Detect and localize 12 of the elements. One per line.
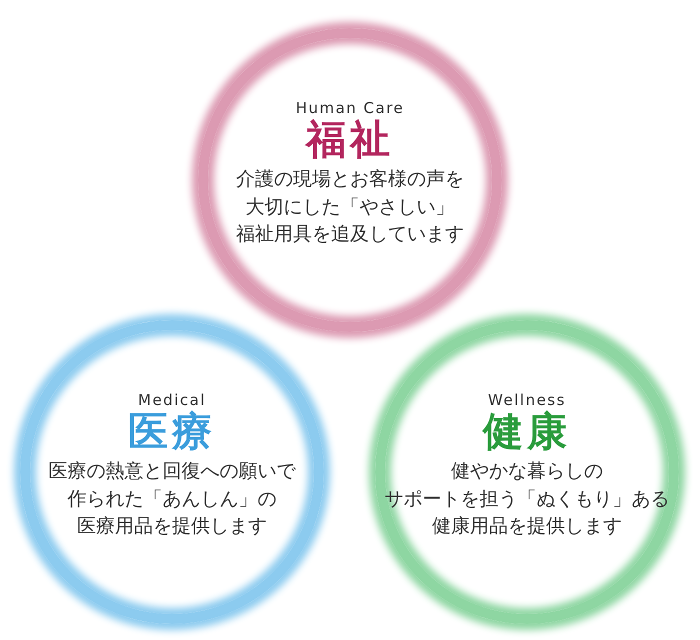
description-text: 介護の現場とお客様の声を大切にした「やさしい」福祉用具を追及しています bbox=[236, 167, 464, 248]
english-label: Human Care bbox=[296, 99, 404, 118]
category-title: 福祉 bbox=[306, 118, 394, 162]
english-label: Medical bbox=[138, 391, 206, 410]
circle-ring bbox=[20, 320, 324, 624]
category-title: 健康 bbox=[483, 410, 571, 454]
english-label: Wellness bbox=[488, 391, 566, 410]
circle-ring bbox=[198, 28, 502, 332]
circle-ring bbox=[375, 320, 679, 624]
category-title: 医療 bbox=[128, 410, 216, 454]
description-text: 医療の熱意と回復への願いで作られた「あんしん」の医療用品を提供します bbox=[48, 459, 296, 540]
description-text: 健やかな暮らしのサポートを担う「ぬくもり」ある健康用品を提供します bbox=[384, 459, 670, 540]
